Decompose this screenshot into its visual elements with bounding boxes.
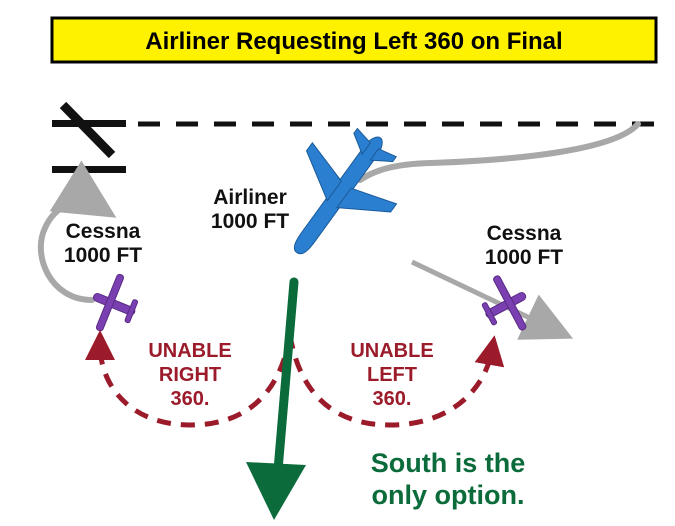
cessna-right-altitude: 1000 FT (485, 246, 563, 269)
unable-left-arc (287, 334, 505, 428)
south-note-line1: South is the (371, 448, 526, 478)
airliner-approach-path (357, 121, 641, 183)
unable-right-line3: 360. (171, 388, 210, 410)
cessna-left-icon (92, 273, 139, 332)
cessna-right-icon (481, 275, 527, 331)
cessna-left-circle-path (37, 160, 117, 303)
airliner-label: Airliner (213, 186, 287, 209)
cessna-left-label: Cessna (66, 220, 141, 243)
airliner-icon (293, 127, 398, 255)
cessna-right-label: Cessna (487, 222, 562, 245)
cessna-right-track (410, 259, 574, 340)
unable-right-line2: RIGHT (159, 364, 221, 386)
unable-right-line1: UNABLE (148, 340, 231, 362)
unable-right-arc (85, 330, 293, 428)
unable-left-line3: 360. (373, 388, 412, 410)
unable-left-line1: UNABLE (350, 340, 433, 362)
south-note-line2: only option. (372, 480, 525, 510)
south-arrow (246, 277, 306, 520)
airliner-altitude: 1000 FT (211, 210, 289, 233)
title-banner: Airliner Requesting Left 360 on Final (50, 16, 658, 64)
unable-left-line2: LEFT (367, 364, 417, 386)
runway-symbol (52, 101, 126, 173)
cessna-left-altitude: 1000 FT (64, 244, 142, 267)
title-text: Airliner Requesting Left 360 on Final (145, 28, 562, 55)
